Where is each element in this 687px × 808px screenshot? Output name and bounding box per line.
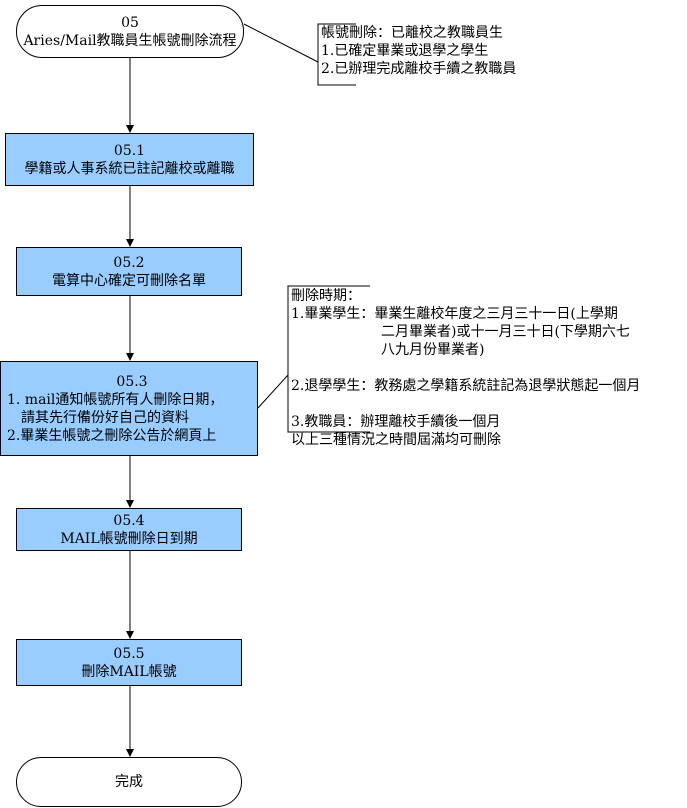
step-text: 刪除MAIL帳號 <box>81 663 177 680</box>
note2-bracket <box>287 285 370 433</box>
note1-line-1: 帳號刪除：已離校之教職員生 <box>321 25 503 41</box>
note2-spacer-1 <box>291 359 640 377</box>
note2-line-5: 3.教職員：辦理離校手續後一個月 <box>291 414 501 430</box>
step-05-4: 05.4 MAIL帳號刪除日到期 <box>16 508 242 551</box>
note-account-deletion: 帳號刪除：已離校之教職員生 1.已確定畢業或退學之學生 2.已辦理完成離校手續之… <box>321 24 516 78</box>
note2-line-6: 以上三種情況之時間屆滿均可刪除 <box>291 432 501 448</box>
note1-bracket <box>317 23 356 86</box>
step-line-3: 2.畢業生帳號之刪除公告於網頁上 <box>7 427 217 444</box>
step-id: 05.3 <box>116 373 148 390</box>
step-text: MAIL帳號刪除日到期 <box>60 530 198 547</box>
note1-line-2: 1.已確定畢業或退學之學生 <box>321 43 489 59</box>
start-id: 05 <box>121 14 139 31</box>
note2-line-3: 八九月份畢業者) <box>381 342 485 358</box>
step-line-2: 請其先行備份好自己的資料 <box>21 409 189 426</box>
step-05-3: 05.3 1. mail通知帳號所有人刪除日期， 請其先行備份好自己的資料 2.… <box>0 361 258 456</box>
end-terminal: 完成 <box>16 757 242 807</box>
note2-spacer-2 <box>291 395 640 413</box>
step-line-1: 1. mail通知帳號所有人刪除日期， <box>7 391 224 408</box>
step-id: 05.2 <box>113 254 145 271</box>
note2-header: 刪除時期： <box>291 288 361 304</box>
note2-leader <box>257 374 289 409</box>
note2-line-2: 二月畢業者)或十一月三十日(下學期六七 <box>381 324 630 340</box>
step-05-2: 05.2 電算中心確定可刪除名單 <box>16 247 242 296</box>
step-05-1: 05.1 學籍或人事系統已註記離校或離職 <box>5 133 254 186</box>
start-terminal: 05 Aries/Mail教職員生帳號刪除流程 <box>16 5 244 58</box>
step-id: 05.4 <box>113 512 145 529</box>
end-label: 完成 <box>115 774 143 790</box>
note1-leader <box>243 23 319 63</box>
note2-line-1: 1.畢業學生：畢業生離校年度之三月三十一日(上學期 <box>291 306 618 322</box>
step-05-5: 05.5 刪除MAIL帳號 <box>16 639 242 686</box>
step-text: 學籍或人事系統已註記離校或離職 <box>24 160 235 177</box>
note1-line-3: 2.已辦理完成離校手續之教職員 <box>321 61 517 77</box>
step-text: 電算中心確定可刪除名單 <box>52 272 206 289</box>
note2-line-4: 2.退學學生：教務處之學籍系統註記為退學狀態起一個月 <box>291 378 641 394</box>
step-id: 05.1 <box>113 142 146 159</box>
step-id: 05.5 <box>113 645 145 662</box>
start-title: Aries/Mail教職員生帳號刪除流程 <box>23 32 237 49</box>
note-deletion-period: 刪除時期： 1.畢業學生：畢業生離校年度之三月三十一日(上學期 二月畢業者)或十… <box>291 287 640 449</box>
